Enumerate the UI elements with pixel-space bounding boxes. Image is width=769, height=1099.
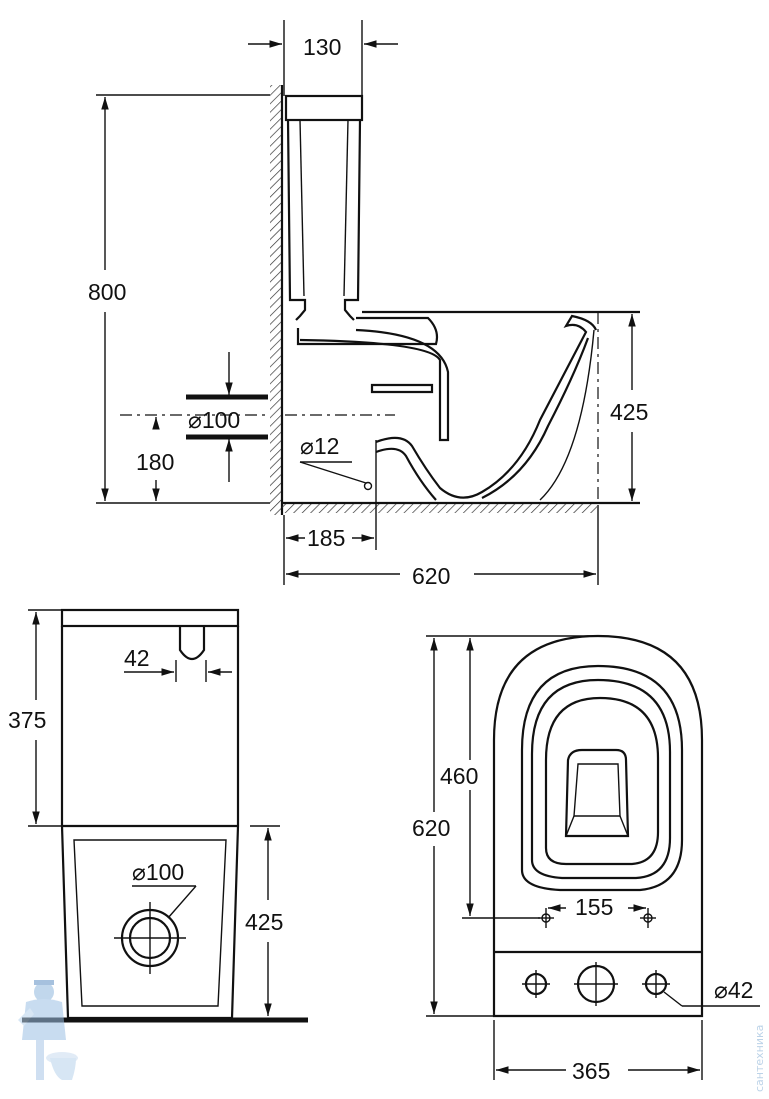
- top-bowl-length-label: 460: [440, 763, 478, 789]
- front-tank-height-label: 375: [8, 707, 46, 733]
- top-bolt-spacing-label: 155: [575, 894, 613, 920]
- tank-outline: [284, 94, 364, 321]
- side-bowl-height-label: 425: [610, 399, 648, 425]
- fixing-hole-left: [522, 970, 550, 998]
- plumber-logo: [18, 980, 78, 1080]
- side-inlet-offset-label: 185: [307, 525, 345, 551]
- watermark-text: сантехника: [753, 1025, 766, 1092]
- fixing-hole-right: [642, 970, 670, 998]
- side-view: ⌀12 ⌀100 130 800 180 425 185: [88, 20, 648, 589]
- front-bowl-height-label: 425: [245, 909, 283, 935]
- top-hole-diameter-label: ⌀42: [714, 977, 753, 1003]
- bowl-outline: [296, 310, 640, 503]
- bolt-marker-right: [640, 908, 656, 928]
- side-total-height-label: 800: [88, 279, 126, 305]
- top-view: ⌀42 620 460 155 365: [412, 634, 760, 1084]
- side-tank-depth-label: 130: [303, 34, 341, 60]
- floor-hatch: [282, 503, 597, 513]
- side-total-length-label: 620: [412, 563, 450, 589]
- wall-hatch: [270, 85, 282, 515]
- front-view: ⌀100 42 375 425: [8, 608, 308, 1023]
- front-button-width-label: 42: [124, 645, 150, 671]
- side-inlet-diameter-label: ⌀12: [300, 433, 339, 459]
- bolt-marker-left: [538, 908, 554, 928]
- side-outlet-height-label: 180: [136, 449, 174, 475]
- front-outlet-diameter-label: ⌀100: [132, 859, 184, 885]
- outlet-hole-center: [574, 962, 618, 1006]
- top-total-width-label: 365: [572, 1058, 610, 1084]
- top-total-length-label: 620: [412, 815, 450, 841]
- side-outlet-diameter-label: ⌀100: [188, 407, 240, 433]
